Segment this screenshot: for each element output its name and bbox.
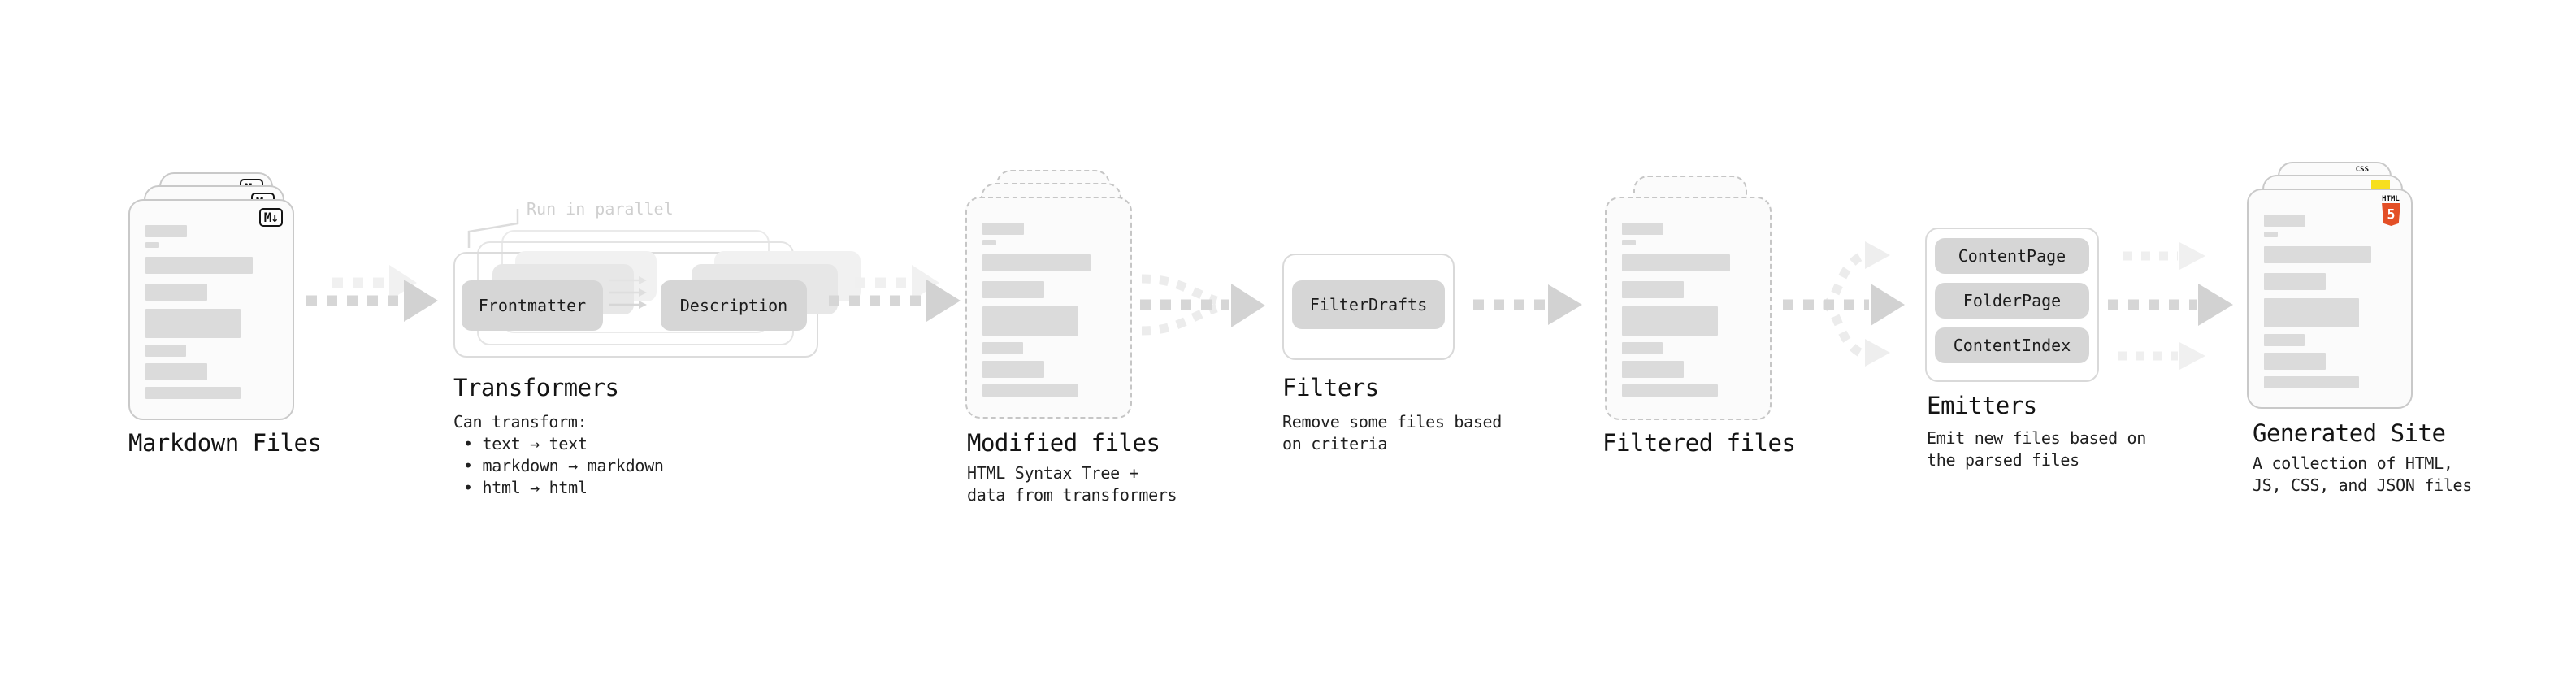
markdown-icon: M↓ (258, 208, 283, 227)
placeholder-bar (982, 361, 1045, 378)
placeholder-bar (982, 240, 996, 245)
file-card: HTML 5 (2247, 189, 2413, 409)
placeholder-bar (982, 342, 1023, 354)
placeholder-bar (145, 387, 241, 399)
placeholder-bar (1622, 240, 1636, 245)
transformers-bullet: • markdown → markdown (463, 456, 664, 475)
emitters-desc: Emit new files based on (1927, 428, 2147, 448)
stage-title-filters: Filters (1282, 374, 1379, 401)
annotation-leader-line (467, 209, 519, 248)
placeholder-bar (1622, 306, 1718, 336)
modified-files-desc: data from transformers (967, 485, 1177, 505)
placeholder-bar (1622, 342, 1663, 354)
modified-files-desc: HTML Syntax Tree + (967, 463, 1139, 483)
file-content-placeholder (145, 225, 280, 399)
placeholder-bar (1622, 223, 1664, 235)
javascript-icon (2371, 180, 2390, 189)
flow-arrow-icon (829, 265, 961, 322)
filters-desc: on criteria (1282, 434, 1388, 453)
file-content-placeholder (2264, 215, 2398, 388)
filters-desc: Remove some files based (1282, 412, 1503, 432)
emitters-desc: the parsed files (1927, 450, 2079, 470)
filter-pill-filterdrafts: FilterDrafts (1292, 280, 1445, 329)
placeholder-bar (982, 306, 1078, 336)
placeholder-bar (2264, 246, 2371, 263)
file-card (1605, 197, 1772, 420)
filtered-files-stack (1605, 176, 1800, 420)
converge-arrow-icon (1140, 274, 1265, 336)
placeholder-bar (1622, 384, 1718, 397)
fanout-arrow-icon (1783, 241, 1905, 367)
placeholder-bar (145, 225, 188, 237)
stage-title-filtered-files: Filtered files (1602, 429, 1796, 457)
stage-title-modified-files: Modified files (967, 429, 1160, 457)
placeholder-bar (145, 309, 241, 338)
placeholder-bar (145, 284, 207, 301)
placeholder-bar (2264, 273, 2326, 290)
stage-title-generated-site: Generated Site (2253, 419, 2446, 447)
transformers-bullet: • text → text (463, 434, 588, 453)
modified-files-stack (965, 170, 1162, 420)
placeholder-bar (982, 254, 1091, 271)
placeholder-bar (1622, 361, 1685, 378)
emitter-pill-folderpage: FolderPage (1935, 283, 2089, 319)
generated-site-desc: JS, CSS, and JSON files (2253, 475, 2473, 495)
placeholder-bar (982, 384, 1078, 397)
placeholder-bar (145, 242, 159, 248)
stage-title-emitters: Emitters (1927, 392, 2037, 419)
file-content-placeholder (1622, 223, 1757, 397)
placeholder-bar (2264, 334, 2305, 346)
file-content-placeholder (982, 223, 1117, 397)
placeholder-bar (1622, 254, 1730, 271)
placeholder-bar (982, 223, 1025, 235)
stage-title-markdown-files: Markdown Files (128, 429, 322, 457)
placeholder-bar (2264, 215, 2306, 227)
placeholder-bar (2264, 298, 2360, 327)
transformer-pill-description: Description (661, 280, 807, 331)
placeholder-bar (145, 257, 253, 274)
file-card: M↓ (128, 199, 294, 420)
placeholder-bar (145, 363, 207, 380)
transformers-desc-heading: Can transform: (453, 412, 588, 432)
generated-site-stack: CSS HTML 5 (2247, 162, 2444, 410)
flow-arrow-icon (306, 265, 438, 322)
transformers-bullet: • html → html (463, 478, 588, 497)
markdown-files-stack: M↓ M↓ M↓ (128, 172, 325, 420)
generated-site-desc: A collection of HTML, (2253, 453, 2453, 473)
run-in-parallel-annotation: Run in parallel (527, 199, 674, 219)
triple-arrow-icon (2108, 242, 2233, 370)
flow-arrow-icon (1473, 284, 1582, 325)
placeholder-bar (2264, 232, 2278, 237)
stage-title-transformers: Transformers (453, 374, 619, 401)
placeholder-bar (2264, 353, 2326, 370)
placeholder-bar (1622, 281, 1685, 298)
placeholder-bar (982, 281, 1045, 298)
parallel-arrows-icon (609, 276, 647, 309)
emitter-pill-contentindex: ContentIndex (1935, 327, 2089, 363)
transformer-pill-frontmatter: Frontmatter (462, 280, 603, 331)
emitter-pill-contentpage: ContentPage (1935, 238, 2089, 274)
html5-number: 5 (2387, 207, 2395, 223)
placeholder-bar (145, 345, 186, 357)
placeholder-bar (2264, 376, 2360, 388)
file-card (965, 197, 1132, 419)
html5-icon: HTML 5 (2380, 195, 2401, 226)
